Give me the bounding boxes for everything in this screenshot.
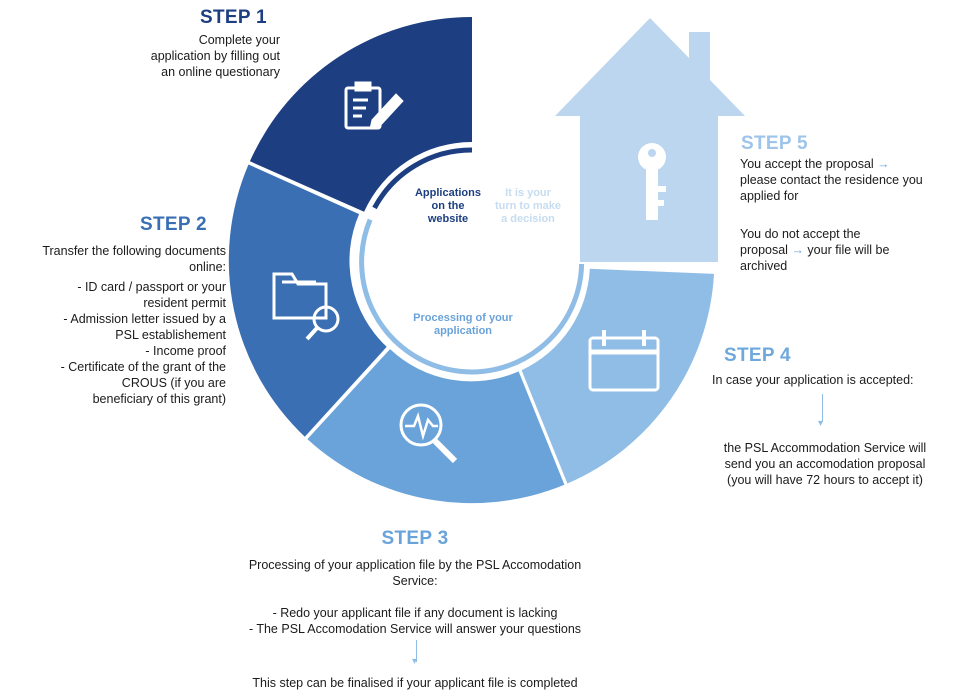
hub-applications-label: Applications on the website — [414, 187, 481, 225]
step1-description: Complete your application by filling out… — [150, 33, 280, 79]
list-item: - Income proof — [145, 344, 226, 358]
step4-condition: In case your application is accepted: — [712, 373, 914, 387]
right-arrow-icon: → — [877, 157, 890, 171]
magnifier-pulse-icon — [399, 403, 458, 464]
step4-down-arrow-head: ▾ — [818, 418, 824, 429]
step4-result: the PSL Accommodation Service will send … — [723, 441, 927, 487]
step3-task-list: - Redo your applicant file if any docume… — [170, 605, 660, 637]
step3-intro: Processing of your application file by t… — [248, 558, 582, 588]
inner-ring-light — [359, 218, 585, 375]
right-arrow-icon: → — [791, 243, 804, 257]
step3-title: STEP 3 — [381, 528, 449, 549]
step2-title: STEP 2 — [140, 214, 207, 235]
step2-intro: Transfer the following documents online: — [42, 244, 226, 274]
list-item: - Redo your applicant file if any docume… — [272, 606, 558, 620]
step5-house — [555, 18, 745, 262]
step1-segment — [249, 16, 472, 212]
step5-accept-text: You accept the proposal → please contact… — [740, 157, 923, 203]
step3-down-arrow — [416, 640, 417, 662]
hub-decision-label: It is your turn to make a decision — [494, 187, 561, 225]
step4-down-arrow — [822, 394, 823, 422]
step3-down-arrow-head: ▾ — [412, 656, 418, 667]
step3-conclusion: This step can be finalised if your appli… — [252, 676, 578, 690]
list-item: - The PSL Accomodation Service will answ… — [248, 622, 582, 636]
calendar-icon — [588, 330, 660, 392]
step4-segment — [521, 268, 714, 484]
clipboard-pencil-icon — [344, 81, 404, 130]
folder-search-icon — [272, 272, 340, 341]
step4-title: STEP 4 — [724, 345, 791, 366]
hub-processing-label: Processing of your application — [413, 312, 513, 337]
key-hole — [648, 149, 656, 157]
step2-segment — [228, 164, 387, 437]
step1-title: STEP 1 — [200, 7, 267, 28]
inner-ring-dark — [372, 147, 473, 210]
step5-decline-text: You do not accept the proposal → your fi… — [740, 227, 890, 273]
step5-title: STEP 5 — [741, 133, 808, 154]
